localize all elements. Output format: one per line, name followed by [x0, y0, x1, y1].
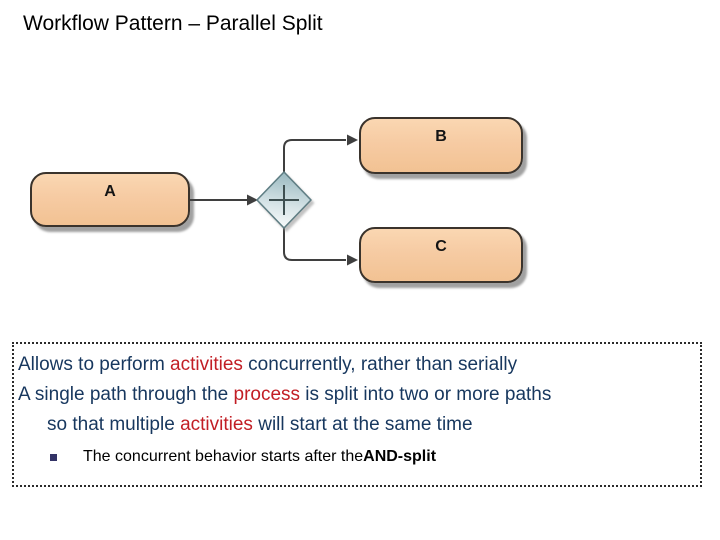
note-text-segment: will start at the same time — [252, 414, 473, 435]
note-text-segment: A single path through the — [18, 384, 234, 405]
note-text-segment: activities — [170, 354, 243, 375]
arrowhead-a-to-gateway-icon — [247, 194, 258, 206]
note-bullet-line: The concurrent behavior starts after the… — [14, 445, 694, 469]
note-text-segment: The concurrent behavior starts after the — [83, 448, 364, 465]
task-box-a: A — [30, 172, 190, 227]
arrowhead-gateway-to-c-icon — [347, 254, 358, 266]
note-text-segment: concurrently, rather than serially — [242, 354, 518, 375]
notes-box: Allows to perform activities concurrentl… — [12, 342, 702, 487]
task-box-c: C — [359, 227, 523, 283]
note-line: Allows to perform activities concurrentl… — [14, 350, 694, 380]
note-text-segment: so that multiple — [47, 414, 181, 435]
task-label-c: C — [435, 238, 447, 255]
connector-gateway-to-c — [283, 227, 346, 261]
arrowhead-gateway-to-b-icon — [347, 134, 358, 146]
connector-gateway-to-b — [283, 139, 346, 173]
note-text-segment: Allows to perform — [18, 354, 171, 375]
note-text-segment: activities — [180, 414, 253, 435]
task-box-b: B — [359, 117, 523, 174]
task-label-b: B — [435, 128, 447, 145]
note-text-segment: AND-split — [363, 448, 437, 465]
note-text-segment: is split into two or more paths — [300, 384, 552, 405]
and-split-gateway-diamond — [256, 171, 312, 229]
note-line: so that multiple activities will start a… — [14, 410, 694, 440]
page-title: Workflow Pattern – Parallel Split — [23, 12, 323, 35]
bullet-square-icon — [50, 453, 57, 461]
task-label-a: A — [104, 183, 116, 200]
note-text-segment: process — [233, 384, 301, 405]
note-line: A single path through the process is spl… — [14, 380, 694, 410]
